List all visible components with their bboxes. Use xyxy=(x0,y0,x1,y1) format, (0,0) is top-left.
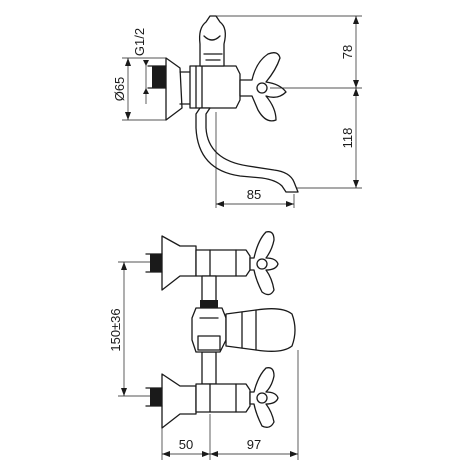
upper-valve-body xyxy=(195,249,251,277)
upper-flange xyxy=(161,235,197,291)
side-view-faucet xyxy=(147,15,299,193)
faucet-body xyxy=(189,65,241,109)
front-view-faucet xyxy=(145,231,296,429)
diverter-knob xyxy=(200,300,218,308)
dim-diameter: Ø65 xyxy=(112,77,127,102)
dim-spout-reach: 85 xyxy=(247,187,261,202)
lower-valve-body xyxy=(195,383,251,413)
mixer-spout-front xyxy=(225,308,296,352)
dim-height-upper: 78 xyxy=(340,45,355,59)
lower-pipe xyxy=(201,351,217,385)
thread-connector xyxy=(152,66,166,88)
side-view-dimensions: 78 118 85 Ø65 G1/2 xyxy=(112,15,362,208)
dim-height-lower: 118 xyxy=(340,128,355,149)
spout xyxy=(195,107,299,193)
wall-flange xyxy=(165,57,183,121)
dim-handle-reach: 97 xyxy=(247,437,261,452)
front-view-dimensions: 150±36 50 97 xyxy=(108,261,299,460)
dim-thread: G1/2 xyxy=(132,28,147,56)
shower-holder xyxy=(198,15,226,67)
dim-wall-offset: 50 xyxy=(179,437,193,452)
lower-flange xyxy=(161,373,197,429)
dim-center-distance: 150±36 xyxy=(108,308,123,351)
